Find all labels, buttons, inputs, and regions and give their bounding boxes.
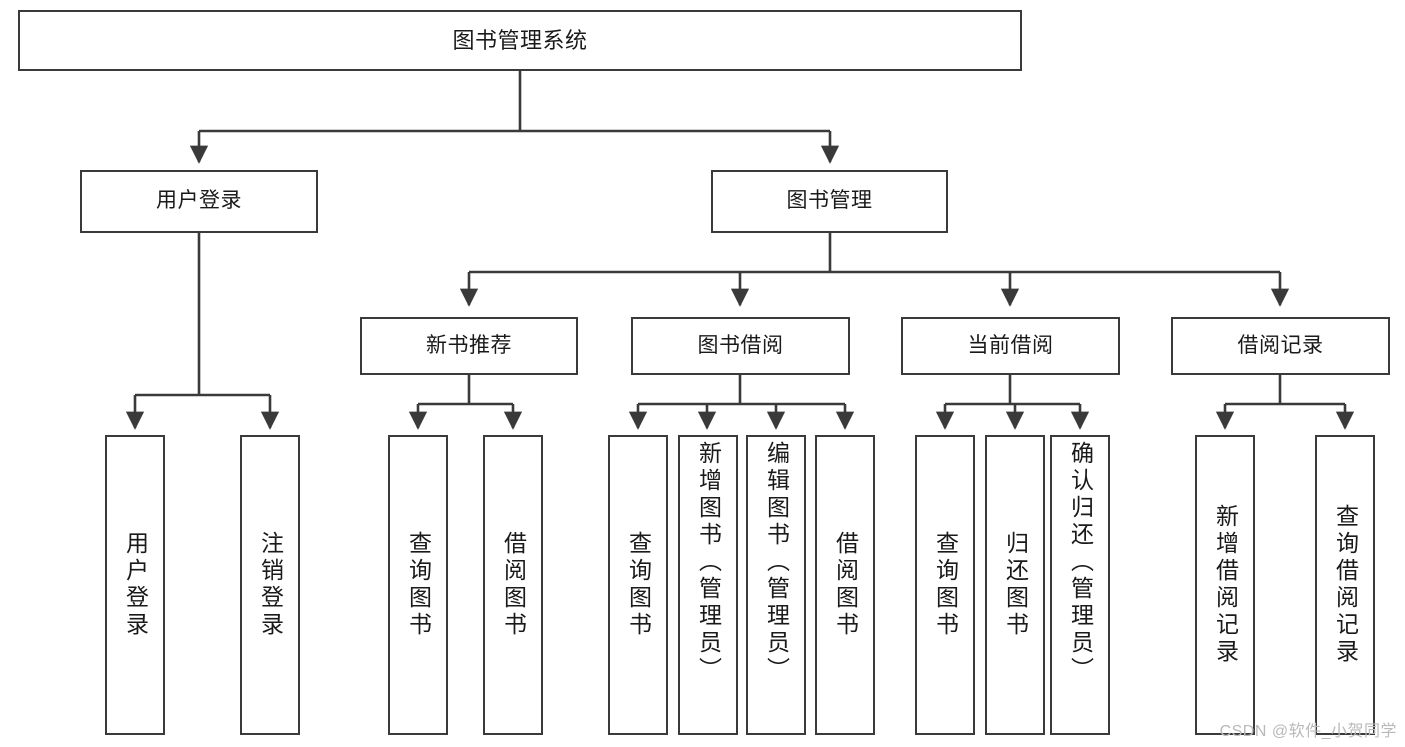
node-root-label: 图书管理系统 (452, 27, 588, 53)
node-new-book-recommend[interactable]: 新书推荐 (360, 317, 578, 375)
leaf-return-book[interactable]: 归还图书 (985, 435, 1045, 735)
leaf-query-book-3-label: 查询图书 (932, 531, 959, 639)
node-current-borrow-label: 当前借阅 (967, 333, 1054, 357)
leaf-borrow-book-1[interactable]: 借阅图书 (483, 435, 543, 735)
leaf-query-book-1[interactable]: 查询图书 (388, 435, 448, 735)
node-borrow-record-label: 借阅记录 (1237, 333, 1324, 357)
leaf-query-book-2-label: 查询图书 (625, 531, 652, 639)
leaf-query-book-3[interactable]: 查询图书 (915, 435, 975, 735)
leaf-logout-label: 注销登录 (257, 531, 284, 639)
node-borrow-record[interactable]: 借阅记录 (1171, 317, 1390, 375)
leaf-add-book[interactable]: 新增图书（管理员） (678, 435, 738, 735)
node-book-manage-label: 图书管理 (786, 189, 873, 213)
node-user-login-label: 用户登录 (156, 189, 242, 213)
leaf-logout[interactable]: 注销登录 (240, 435, 300, 735)
node-root[interactable]: 图书管理系统 (18, 10, 1022, 71)
leaf-edit-book-label: 编辑图书（管理员） (763, 441, 790, 684)
leaf-add-record-label: 新增借阅记录 (1212, 504, 1239, 666)
leaf-user-login-label: 用户登录 (122, 531, 149, 639)
leaf-return-book-label: 归还图书 (1002, 531, 1029, 639)
leaf-query-book-2[interactable]: 查询图书 (608, 435, 668, 735)
leaf-query-book-1-label: 查询图书 (405, 531, 432, 639)
leaf-edit-book[interactable]: 编辑图书（管理员） (746, 435, 806, 735)
leaf-borrow-book-2[interactable]: 借阅图书 (815, 435, 875, 735)
leaf-confirm-return[interactable]: 确认归还（管理员） (1050, 435, 1110, 735)
leaf-borrow-book-1-label: 借阅图书 (500, 531, 527, 639)
leaf-confirm-return-label: 确认归还（管理员） (1067, 441, 1094, 684)
node-new-book-recommend-label: 新书推荐 (426, 333, 512, 357)
leaf-query-record[interactable]: 查询借阅记录 (1315, 435, 1375, 735)
node-book-borrow-label: 图书借阅 (697, 333, 784, 357)
node-book-manage[interactable]: 图书管理 (711, 170, 948, 233)
node-current-borrow[interactable]: 当前借阅 (901, 317, 1120, 375)
leaf-add-record[interactable]: 新增借阅记录 (1195, 435, 1255, 735)
leaf-query-record-label: 查询借阅记录 (1332, 504, 1359, 666)
node-user-login[interactable]: 用户登录 (80, 170, 318, 233)
leaf-user-login[interactable]: 用户登录 (105, 435, 165, 735)
leaf-borrow-book-2-label: 借阅图书 (832, 531, 859, 639)
leaf-add-book-label: 新增图书（管理员） (695, 441, 722, 684)
node-book-borrow[interactable]: 图书借阅 (631, 317, 850, 375)
